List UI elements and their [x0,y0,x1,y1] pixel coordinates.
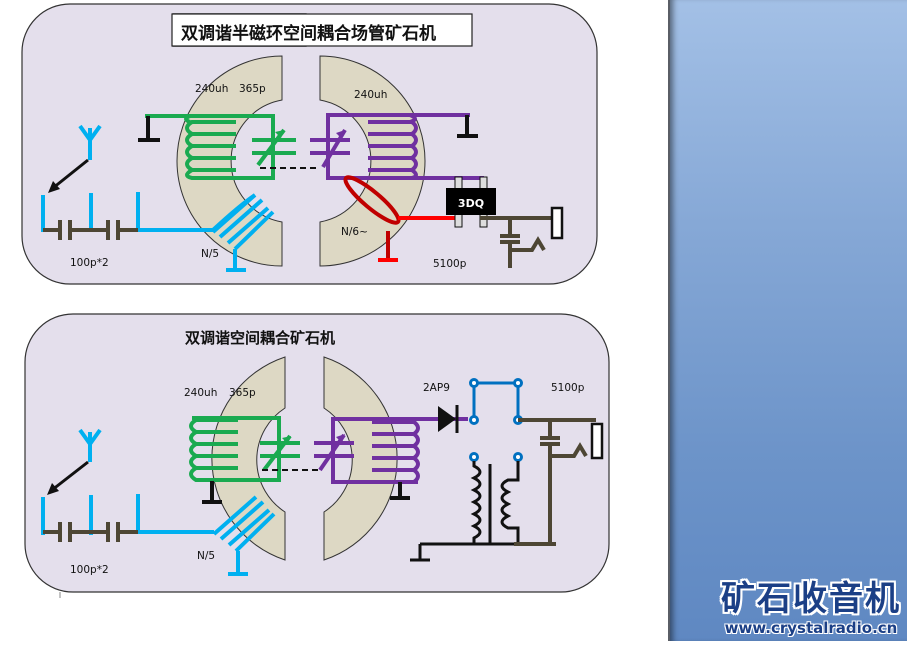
brand-logo: 矿石收音机 www.crystalradio.cn [721,579,901,637]
diagram-2: 双调谐空间耦合矿石机 [24,313,610,598]
antenna-tap-label: N/5 [201,248,219,260]
secondary-tuning-arrow-2-icon [336,434,345,443]
primary-tuning-arrow-icon [275,130,284,138]
antenna-2-icon [78,428,102,462]
right-core [319,55,426,267]
transistor-3dq: 3DQ [446,176,496,228]
gate-tap-label: N/6~ [341,226,368,238]
primary-ground-icon [138,116,160,142]
series-caps-label-2: 100p*2 [70,564,109,576]
earphone-circuit-2 [514,418,596,546]
primary-coil-label-2: 240uh [184,387,217,399]
primary-coil-2 [189,416,300,482]
antenna-coupling-1 [41,192,275,272]
series-caps-label: 100p*2 [70,257,109,269]
series-capacitors-1 [43,220,138,240]
primary-tuning-arrow-2-icon [282,436,291,444]
diagram-1: 双调谐半磁环空间耦合场管矿石机 [21,3,598,285]
left-core [176,55,283,267]
primary-coil-label: 240uh [195,83,228,95]
transistor-label: 3DQ [458,197,484,210]
gate-wire [378,216,460,262]
diode-label: 2AP9 [423,382,450,394]
earphone-1-icon [550,206,564,240]
secondary-ground-2-icon [390,482,410,500]
earphone-circuit-1 [480,216,554,268]
antenna-switch-arrow-2 [47,460,89,495]
gate-coupling-loop [343,175,401,258]
brand-url[interactable]: www.crystalradio.cn [724,619,898,637]
diagram-1-title-frame [171,13,473,47]
side-panel: 矿石收音机 www.crystalradio.cn [668,0,907,641]
secondary-coil-label: 240uh [354,89,387,101]
antenna-switch-arrow-1 [48,158,89,193]
secondary-coil [310,113,484,180]
right-core-2 [323,356,398,561]
antenna-tap-label-2: N/5 [197,550,215,562]
left-core-2 [211,356,286,561]
secondary-ground-icon [457,115,478,138]
antenna-1-icon [78,124,102,160]
secondary-tuning-arrow-icon [336,130,345,139]
diagram-2-panel [24,313,610,593]
bypass-cap-label: 5100p [433,258,467,270]
primary-cap-label: 365p [239,83,266,95]
diode-2ap9-icon [438,405,459,433]
secondary-coil-2 [314,417,468,484]
transformer-icon [410,461,556,562]
bypass-cap-label-2: 5100p [551,382,585,394]
series-capacitors-2 [43,522,138,542]
selector-switch[interactable] [469,378,523,462]
brand-title: 矿石收音机 [721,579,901,619]
primary-ground-2-icon [202,481,222,504]
diagram-2-title: 双调谐空间耦合矿石机 [185,329,335,347]
diagram-1-title: 双调谐半磁环空间耦合场管矿石机 [181,23,436,44]
earphone-2-icon [590,422,604,460]
circuit-diagrams: 双调谐半磁环空间耦合场管矿石机 [21,3,668,641]
diagram-canvas: 双调谐半磁环空间耦合场管矿石机 [21,3,668,641]
primary-cap-label-2: 365p [229,387,256,399]
